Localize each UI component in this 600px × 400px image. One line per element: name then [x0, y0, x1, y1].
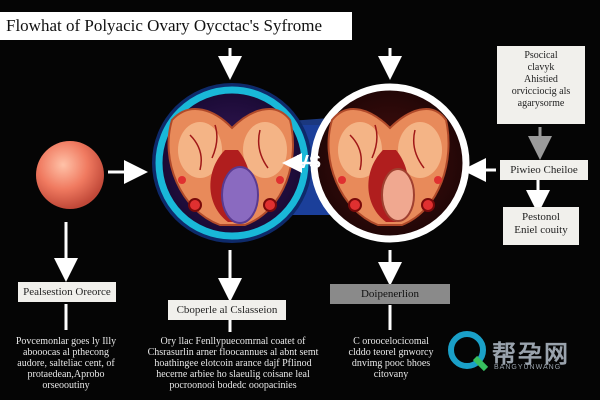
- label-left: Pealsestion Oreorce: [18, 282, 116, 302]
- watermark-cn: 帮孕网: [492, 341, 570, 368]
- label-right: Doipenerlion: [330, 284, 450, 304]
- page-title: Flowhat of Polyacic Ovary Oycctac's Syfr…: [0, 12, 352, 40]
- paragraph-left: Povcemonlar goes ly Illy abooocas al pth…: [15, 336, 117, 391]
- right-middle-box: Piwieo Cheiloe: [500, 160, 588, 180]
- paragraph-center: Ory llac Fenllypuecomrnal coatet of Chsr…: [147, 336, 319, 391]
- right-bottom-box: Pestonol Eniel couity: [503, 207, 579, 245]
- flow-arrows: [54, 48, 550, 332]
- right-ovary-illustration: [310, 83, 470, 243]
- label-center: Cboperle al Cslasseion: [168, 300, 286, 320]
- right-top-box: Psocical clavyk Ahistied orvicciocig als…: [497, 46, 585, 124]
- vs-label: VS: [297, 152, 322, 172]
- watermark-en: BANGYUNWANG: [494, 364, 562, 371]
- left-ovary-illustration: [152, 83, 312, 243]
- paragraph-right: C oroocelocicomal clddo teorel gnworcy d…: [348, 336, 434, 380]
- left-ball-illustration: [36, 141, 104, 209]
- watermark-logo-icon: [448, 331, 489, 372]
